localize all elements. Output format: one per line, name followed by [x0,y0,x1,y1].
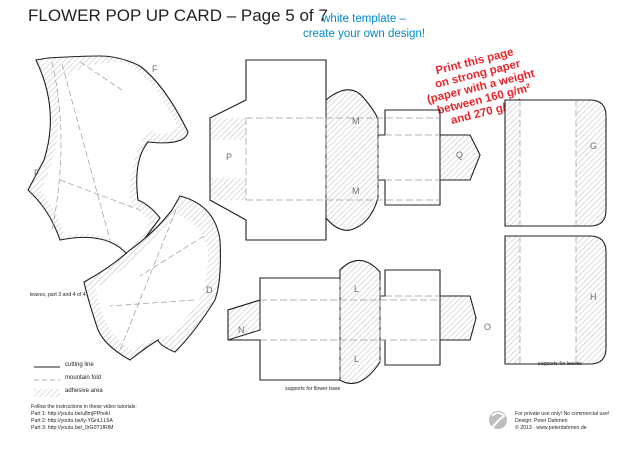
subtitle-line-1: white template – [322,13,406,25]
lower-base-support [227,259,477,384]
label-f-left: F [34,168,40,178]
legend-mountain-fold: mountain fold [31,374,151,386]
legend-swatches [34,366,60,397]
credits-block: For private use only! No commercial use!… [515,411,609,432]
label-f-top: F [152,64,158,74]
subtitle-line-2: create your own design! [302,28,426,40]
subtitle: white template – create your own design! [284,12,444,42]
tutorials-intro: Follow the instructions in these video t… [31,404,137,410]
peter-dahmen-logo-icon [489,411,507,429]
tutorials-block: Follow the instructions in these video t… [31,404,137,432]
tutorial-part-1: Part 1: http://youtu.be/u8mjPPhokI [31,411,111,417]
caption-supports-leaves: supports for leaves [538,361,582,367]
label-n: N [238,325,245,335]
tutorial-part-3: Part 3: http://youtu.be/_0rG0T1fRIM [31,425,114,431]
tutorial-part-2: Part 2: http://youtu.be/ly-YGnLLL5A [31,418,113,424]
label-d: D [206,285,213,295]
upper-base-support [209,59,481,241]
caption-leaves: leaves, part 3 and 4 of 4 [30,292,86,298]
legend-mountain-label: mountain fold [65,375,102,381]
leaf-support-h [504,235,607,365]
credits-line-1: For private use only! No commercial use! [515,411,610,417]
label-l-top: L [354,284,360,294]
legend-cutting-line: cutting line [31,361,151,373]
label-o: O [484,322,492,332]
label-m-bottom: M [352,186,360,196]
page-title: FLOWER POP UP CARD – Page 5 of 7 [28,6,328,25]
credits-line-2: Design: Peter Dahmen [515,418,568,424]
label-g: G [590,141,598,151]
caption-flower-base: supports for flower base [285,386,341,392]
legend-adhesive-label: adhesive area [65,388,103,394]
label-q: Q [456,150,464,160]
label-m-top: M [352,116,360,126]
label-l-bottom: L [354,354,360,364]
label-p: P [226,152,233,162]
upper-leaf [27,55,189,259]
lower-leaf [83,195,221,361]
label-h: H [590,292,597,302]
leaf-support-g [504,99,607,227]
legend-adhesive-area: adhesive area [31,387,151,399]
legend-cutting-label: cutting line [65,362,94,368]
credits-line-3: © 2013 · www.peterdahmen.de [515,425,587,431]
